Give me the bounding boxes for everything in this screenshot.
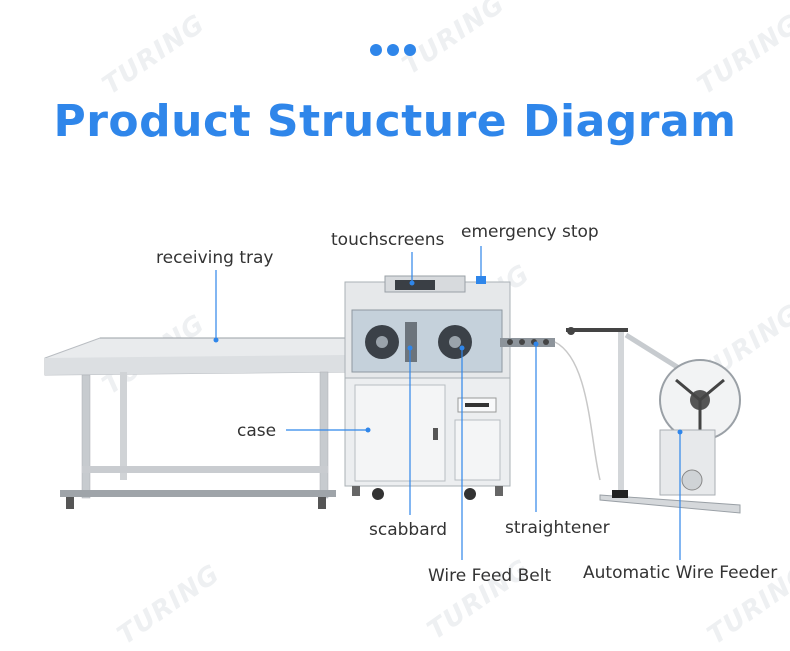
callout-dot-case: [365, 427, 371, 433]
callout-dot-receiving-tray: [213, 337, 219, 343]
dot: [370, 44, 382, 56]
straightener-unit: [500, 338, 601, 481]
label-receiving-tray: receiving tray: [156, 248, 274, 268]
dot: [404, 44, 416, 56]
label-straightener: straightener: [505, 518, 610, 538]
callout-dot-automatic-wire-feeder: [677, 429, 683, 435]
cutting-machine-body: [344, 275, 511, 500]
label-automatic-wire-feeder: Automatic Wire Feeder: [583, 563, 778, 583]
label-emergency-stop: emergency stop: [461, 222, 599, 242]
machine-illustration: [44, 246, 741, 560]
label-touchscreens: touchscreens: [331, 230, 445, 250]
label-scabbard: scabbard: [369, 520, 448, 540]
callout-dot-wire-feed-belt: [459, 345, 465, 351]
label-case: case: [237, 421, 277, 441]
wire-feeder-unit: [566, 327, 741, 514]
callout-dot-touchscreens: [409, 280, 415, 286]
decorative-dots: [370, 44, 416, 56]
dot: [387, 44, 399, 56]
label-wire-feed-belt: Wire Feed Belt: [428, 566, 552, 586]
callout-dot-straightener: [533, 341, 539, 347]
callout-dot-emergency-stop: [478, 276, 484, 282]
page-title: Product Structure Diagram: [53, 96, 737, 147]
receiving-tray-table: [44, 337, 346, 509]
callout-dot-scabbard: [407, 345, 413, 351]
